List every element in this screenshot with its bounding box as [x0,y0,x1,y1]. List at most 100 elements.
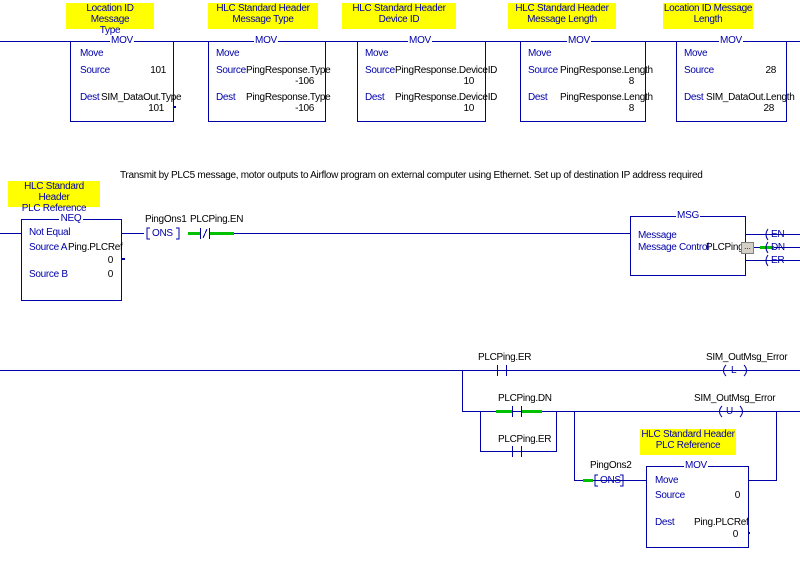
dest-value: 101 [148,103,164,114]
message-control-label: Message Control [638,242,710,253]
source-value[interactable]: 28 [765,65,776,76]
dest-tag[interactable]: Ping.PLCRef [694,517,749,528]
block-name: Move [655,475,679,486]
ons-tag[interactable]: PingOns1 [145,214,187,225]
block-name: Move [528,48,552,59]
instruction-label: NEQ [59,213,83,224]
source-tag[interactable]: PingResponse.Type [246,65,331,76]
neq-comment: HLC Standard Header PLC Reference [8,181,100,214]
latch-coil-symbol: L [731,365,737,376]
source-value[interactable]: 101 [150,65,166,76]
instruction-label: MOV [567,35,591,46]
rung-comment: Transmit by PLC5 message, motor outputs … [120,170,703,181]
comment-line: Device ID [378,14,420,25]
xic-contact-tag[interactable]: PLCPing.ER [498,434,552,445]
msg-dn-output: DN [771,242,785,253]
comment-line: Type [99,25,121,36]
dest-tag[interactable]: SIM_DataOut.Type [101,92,182,103]
msg-er-output: ER [771,255,785,266]
dest-tag[interactable]: PingResponse.DeviceID [395,92,498,103]
dest-tag[interactable]: SIM_DataOut.Length [706,92,795,103]
dest-label: Dest [684,92,704,103]
source-label: Source [528,65,558,76]
source-b-label: Source B [29,269,68,280]
comment-line: Location ID Message [663,3,753,14]
block-name: Not Equal [29,227,71,238]
comment-line: HLC Standard Header [24,181,84,203]
comment-line: Location ID Message [86,3,134,25]
comment-line: HLC Standard Header [216,3,310,14]
mov-comment: HLC Standard Header PLC Reference [640,429,736,455]
mov-block-2[interactable] [208,41,326,122]
source-label: Source [684,65,714,76]
comment-line: PLC Reference [655,440,721,451]
dest-value: 8 [628,103,635,114]
source-tag[interactable]: PingResponse.DeviceID [395,65,498,76]
comment-line: Message Length [527,14,597,25]
source-b-value[interactable]: 0 [107,269,114,280]
mov-block-3[interactable] [357,41,486,122]
source-value: -106 [295,76,314,87]
block-name: Move [80,48,104,59]
dest-tag[interactable]: PingResponse.Type [246,92,331,103]
comment-line: HLC Standard Header [515,3,609,14]
source-value: 10 [463,76,474,87]
instruction-label: MOV [684,460,708,471]
ons-instruction[interactable]: ONS [600,475,621,486]
xio-contact-tag[interactable]: PLCPing.EN [190,214,244,225]
mov-comment-5: Location ID Message Length [663,3,753,29]
mov-comment-2: HLC Standard Header Message Type [208,3,318,29]
instruction-label: MSG [676,210,700,221]
dest-label: Dest [365,92,385,103]
block-name: Move [216,48,240,59]
dest-label: Dest [80,92,100,103]
comment-line: PLC Reference [21,203,87,214]
source-label: Source [80,65,110,76]
mov-block-1[interactable] [70,41,174,122]
unlatch-coil-symbol: U [726,406,733,417]
dest-label: Dest [655,517,675,528]
msg-config-button[interactable]: ... [741,242,754,254]
dest-value: 0 [732,529,739,540]
source-a-tag[interactable]: Ping.PLCRef [68,242,123,253]
msg-en-output: EN [771,229,785,240]
source-a-label: Source A [29,242,68,253]
source-label: Source [365,65,395,76]
source-label: Source [216,65,246,76]
source-value[interactable]: 0 [734,490,741,501]
comment-line: HLC Standard Header [641,429,735,440]
source-label: Source [655,490,685,501]
mov-comment-1: Location ID Message Type [66,3,154,36]
instruction-label: MOV [110,35,134,46]
mov-comment-3: HLC Standard Header Device ID [342,3,456,29]
comment-line: Message Type [232,14,294,25]
source-tag[interactable]: PingResponse.Length [560,65,653,76]
instruction-label: MOV [408,35,432,46]
mov-block-4[interactable] [520,41,646,122]
dest-value: 28 [763,103,774,114]
dest-value: -106 [295,103,314,114]
block-name: Move [684,48,708,59]
unlatch-coil-tag[interactable]: SIM_OutMsg_Error [694,393,776,404]
latch-coil-tag[interactable]: SIM_OutMsg_Error [706,352,788,363]
instruction-label: MOV [719,35,743,46]
mov-comment-4: HLC Standard Header Message Length [508,3,616,29]
ons-tag[interactable]: PingOns2 [590,460,632,471]
instruction-label: MOV [254,35,278,46]
source-value: 8 [628,76,635,87]
block-name: Move [365,48,389,59]
neq-block[interactable] [21,219,122,301]
xic-contact-tag[interactable]: PLCPing.DN [498,393,552,404]
source-a-value: 0 [107,255,114,266]
dest-label: Dest [216,92,236,103]
ons-instruction[interactable]: ONS [152,228,173,239]
xic-contact-tag[interactable]: PLCPing.ER [478,352,532,363]
comment-line: Length [693,14,723,25]
message-control-tag[interactable]: PLCPing [706,242,744,253]
comment-line: HLC Standard Header [352,3,446,14]
dest-label: Dest [528,92,548,103]
dest-value: 10 [463,103,474,114]
dest-tag[interactable]: PingResponse.Length [560,92,653,103]
msg-block[interactable] [630,216,746,276]
